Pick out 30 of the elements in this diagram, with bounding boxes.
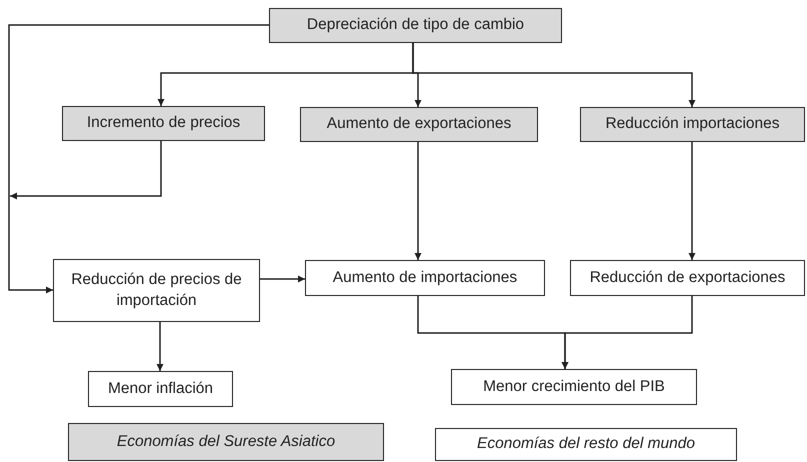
- process-box: [53, 259, 260, 322]
- arrow: [156, 322, 164, 371]
- box-label: Depreciación de tipo de cambio: [306, 15, 524, 36]
- arrow: [260, 276, 305, 282]
- box-label: Economías del Sureste Asiatico: [116, 432, 336, 452]
- box-label: Reducción de precios de importación: [70, 270, 243, 310]
- process-box: [68, 423, 384, 461]
- arrow: [688, 142, 696, 260]
- process-box: [580, 107, 805, 142]
- box-label: Aumento de importaciones: [332, 268, 518, 288]
- process-box: [435, 428, 737, 461]
- process-box: [62, 106, 265, 141]
- arrow: [8, 24, 269, 294]
- box-label: Reducción importaciones: [605, 114, 780, 134]
- box-label: Reducción de exportaciones: [590, 268, 786, 288]
- arrow: [414, 142, 422, 260]
- arrow: [10, 141, 162, 200]
- box-label: Aumento de exportaciones: [326, 114, 512, 134]
- box-label: Menor inflación: [108, 378, 214, 399]
- process-box: [88, 371, 233, 407]
- arrow: [412, 43, 696, 107]
- process-box: [451, 369, 697, 405]
- box-label: Menor crecimiento del PIB: [483, 376, 665, 397]
- arrow: [562, 296, 693, 369]
- process-box: [305, 260, 545, 296]
- box-label: Economías del resto del mundo: [477, 434, 695, 454]
- process-box: [570, 260, 805, 296]
- box-label: Incremento de precios: [86, 113, 240, 134]
- process-box: [269, 8, 562, 43]
- process-box: [300, 107, 538, 142]
